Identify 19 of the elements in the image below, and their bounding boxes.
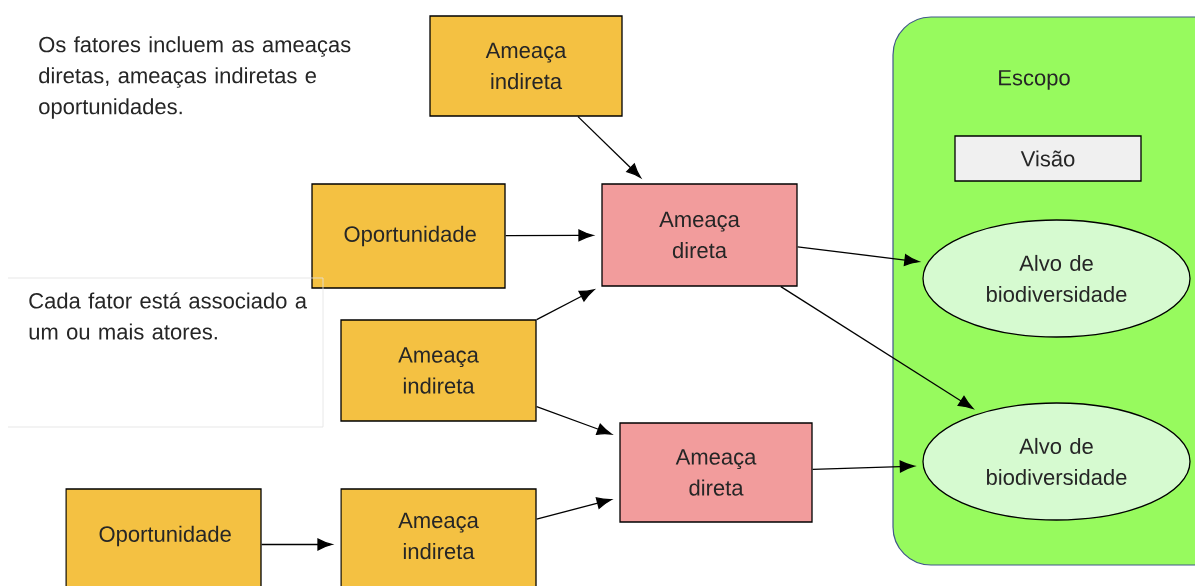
- arrow: [505, 229, 594, 242]
- factor-box: Ameaça indireta: [340, 488, 537, 586]
- factor-box: Ameaça indireta: [340, 319, 537, 422]
- note-box: Cada fator está associado a um ou mais atores.: [7, 277, 324, 428]
- factor-box: Oportunidade: [65, 488, 262, 586]
- threat-box: Ameaça direta: [619, 422, 813, 523]
- vision-box: Visão: [954, 135, 1142, 182]
- arrow: [261, 538, 333, 551]
- arrow: [577, 116, 642, 178]
- arrow: [780, 286, 974, 409]
- arrow: [536, 289, 595, 321]
- arrow: [536, 405, 612, 435]
- factor-box: Ameaça indireta: [429, 15, 623, 117]
- arrow: [797, 246, 920, 266]
- note-text: Os fatores incluem as ameaças diretas, ameaças indiretas e oportunidades.: [39, 36, 351, 119]
- factor-box: Oportunidade: [311, 183, 506, 289]
- arrow: [536, 497, 612, 520]
- arrow: [812, 460, 915, 473]
- threat-box: Ameaça direta: [601, 183, 798, 287]
